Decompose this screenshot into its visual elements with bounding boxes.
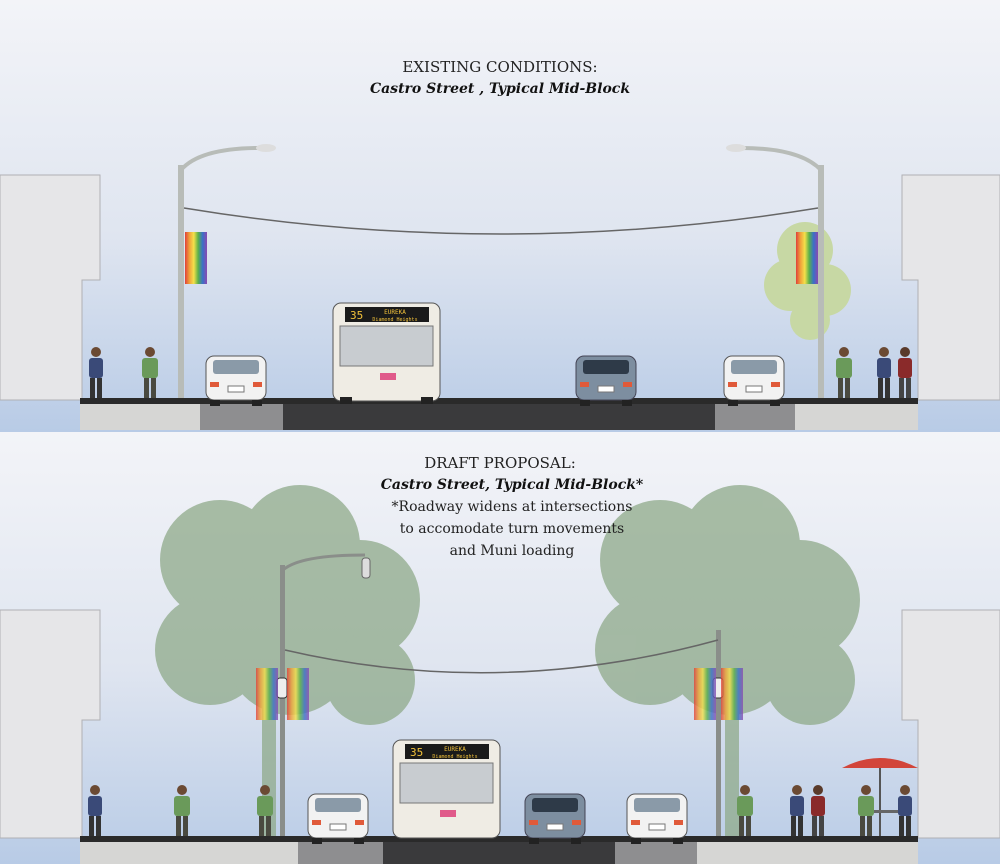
existing-title: EXISTING CONDITIONS:: [402, 58, 597, 76]
existing-subtitle: Castro Street , Typical Mid-Block: [370, 81, 630, 97]
bus-via: Diamond Heights: [372, 317, 417, 323]
proposal-title: DRAFT PROPOSAL:: [424, 454, 576, 472]
rainbow-banner: [694, 668, 716, 720]
overhead-wire: [284, 639, 719, 674]
car-traveling: [575, 355, 637, 407]
rainbow-banner: [256, 668, 278, 720]
car-parked-right: [723, 355, 785, 407]
bus-route-number: 35: [410, 746, 423, 759]
bus-via: Diamond Heights: [432, 754, 477, 760]
ground-line: [80, 398, 918, 404]
muni-bus: 35 EUREKA Diamond Heights: [332, 302, 441, 404]
cafe-seating: [842, 758, 918, 836]
proposal-note-line: *Roadway widens at intersections: [392, 499, 633, 515]
sky: [0, 0, 1000, 432]
proposal-note-line: to accomodate turn movements: [400, 521, 624, 537]
building-left: [0, 174, 101, 401]
street-light-left: [256, 553, 371, 836]
existing-conditions-panel: 35 EUREKA Diamond Heights EXISTING CONDI…: [0, 0, 1000, 432]
building-left: [0, 609, 101, 839]
bus-route-number: 35: [350, 309, 363, 322]
car-parked-left: [307, 793, 369, 845]
rainbow-banner: [185, 232, 207, 284]
bus-destination: EUREKA: [444, 746, 466, 753]
sidewalk-left: [80, 400, 200, 430]
roadway: [283, 404, 715, 430]
overhead-wire: [183, 207, 819, 235]
tree-left-large: [155, 485, 420, 836]
parking-lane-left: [298, 842, 383, 864]
building-right: [901, 174, 1000, 401]
parking-lane-right: [715, 404, 795, 430]
car-parked-right: [626, 793, 688, 845]
parking-lane-left: [200, 404, 283, 430]
street-light-right: [726, 144, 824, 398]
roadway: [383, 842, 615, 864]
sidewalk-right: [795, 400, 918, 430]
car-parked-left: [205, 355, 267, 407]
sidewalk-right-widened: [697, 838, 918, 864]
parking-lane-right: [615, 842, 697, 864]
proposal-subtitle: Castro Street, Typical Mid-Block*: [381, 477, 644, 493]
proposal-note-line: and Muni loading: [450, 543, 575, 559]
bus-destination: EUREKA: [384, 309, 406, 316]
ground-line: [80, 836, 918, 842]
rainbow-banner: [721, 668, 743, 720]
street-light-left: [178, 144, 276, 398]
muni-bus: 35 EUREKA Diamond Heights: [392, 739, 501, 839]
building-right: [901, 609, 1000, 839]
car-traveling: [524, 793, 586, 845]
sidewalk-left-widened: [80, 838, 298, 864]
rainbow-banner: [287, 668, 309, 720]
draft-proposal-panel: 35 EUREKA Diamond Heights DRAFT PROPOSAL…: [0, 432, 1000, 864]
street-light-right: [694, 630, 743, 836]
rainbow-banner: [796, 232, 818, 284]
